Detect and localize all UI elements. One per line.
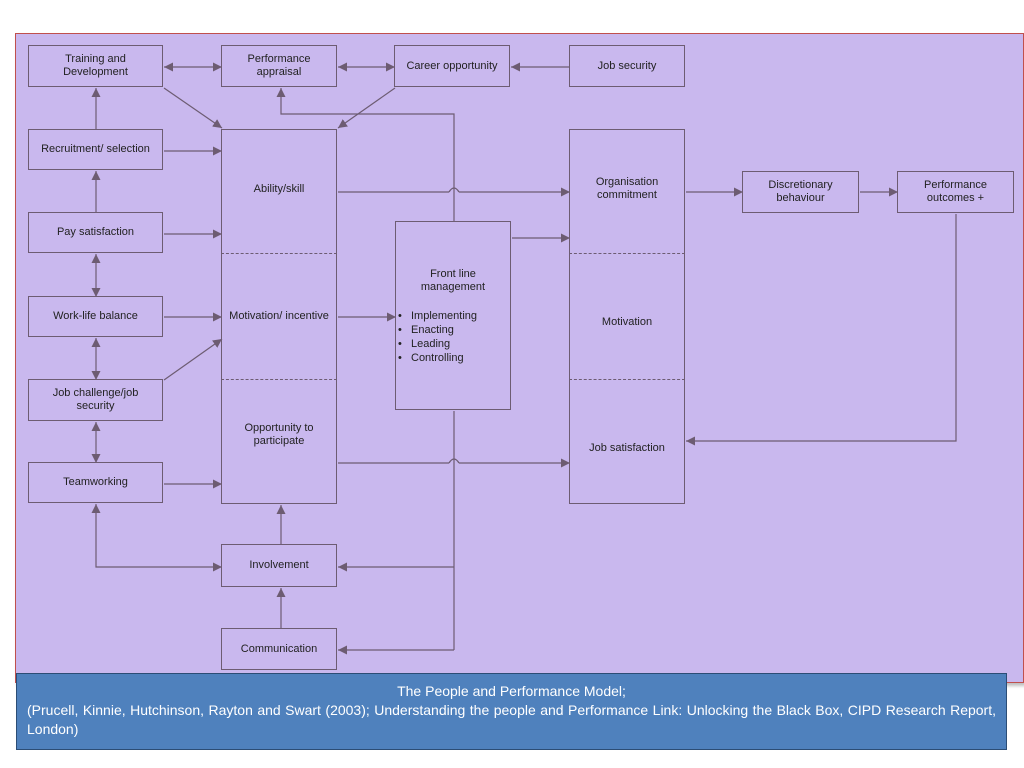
arrow-teamworking-involvement	[91, 504, 222, 572]
caption-box: The People and Performance Model; (Pruce…	[16, 673, 1007, 750]
arrow-challenge-amo	[163, 338, 223, 381]
arrow-training-amo	[163, 87, 223, 129]
outcomes-divider-2	[569, 379, 685, 380]
flm-list-item: Controlling	[398, 351, 521, 365]
career-opportunity-box: Career opportunity	[394, 45, 510, 87]
flm-list-item: Leading	[398, 337, 521, 351]
work-life-balance-box: Work-life balance	[28, 296, 163, 337]
arrow-outcomes-satisfaction	[686, 214, 957, 446]
diagram-connectors	[91, 62, 957, 655]
flm-list-item: Enacting	[398, 323, 521, 337]
organisation-commitment-label: Organisation commitment	[595, 176, 659, 201]
teamworking-box: Teamworking	[28, 462, 163, 503]
job-challenge-box: Job challenge/job security	[28, 379, 163, 421]
ability-skill-label: Ability/skill	[253, 183, 305, 195]
line-hop	[448, 187, 460, 193]
arrow-career-amo	[337, 87, 396, 129]
caption-reference: (Prucell, Kinnie, Hutchinson, Rayton and…	[27, 702, 996, 737]
motivation-label: Motivation	[601, 316, 653, 328]
outcomes-divider-1	[569, 253, 685, 254]
front-line-management-title: Front line management	[420, 268, 486, 293]
caption-title: The People and Performance Model;	[397, 683, 626, 699]
job-satisfaction-label: Job satisfaction	[589, 442, 665, 454]
amo-box	[221, 129, 337, 504]
involvement-box: Involvement	[221, 544, 337, 587]
amo-divider-1	[221, 253, 337, 254]
employee-outcomes-box	[569, 129, 685, 504]
amo-divider-2	[221, 379, 337, 380]
discretionary-behaviour-box: Discretionary behaviour	[742, 171, 859, 213]
training-development-box: Training and Development	[28, 45, 163, 87]
performance-appraisal-box: Performance appraisal	[221, 45, 337, 87]
job-security-box: Job security	[569, 45, 685, 87]
opportunity-label: Opportunity to participate	[244, 422, 314, 447]
recruitment-selection-box: Recruitment/ selection	[28, 129, 163, 170]
line-flm-appraisal	[276, 88, 455, 222]
motivation-incentive-label: Motivation/ incentive	[229, 310, 329, 322]
pay-satisfaction-box: Pay satisfaction	[28, 212, 163, 253]
front-line-management-list: ImplementingEnactingLeadingControlling	[395, 309, 521, 365]
communication-box: Communication	[221, 628, 337, 670]
flm-list-item: Implementing	[398, 309, 521, 323]
performance-outcomes-box: Performance outcomes +	[897, 171, 1014, 213]
